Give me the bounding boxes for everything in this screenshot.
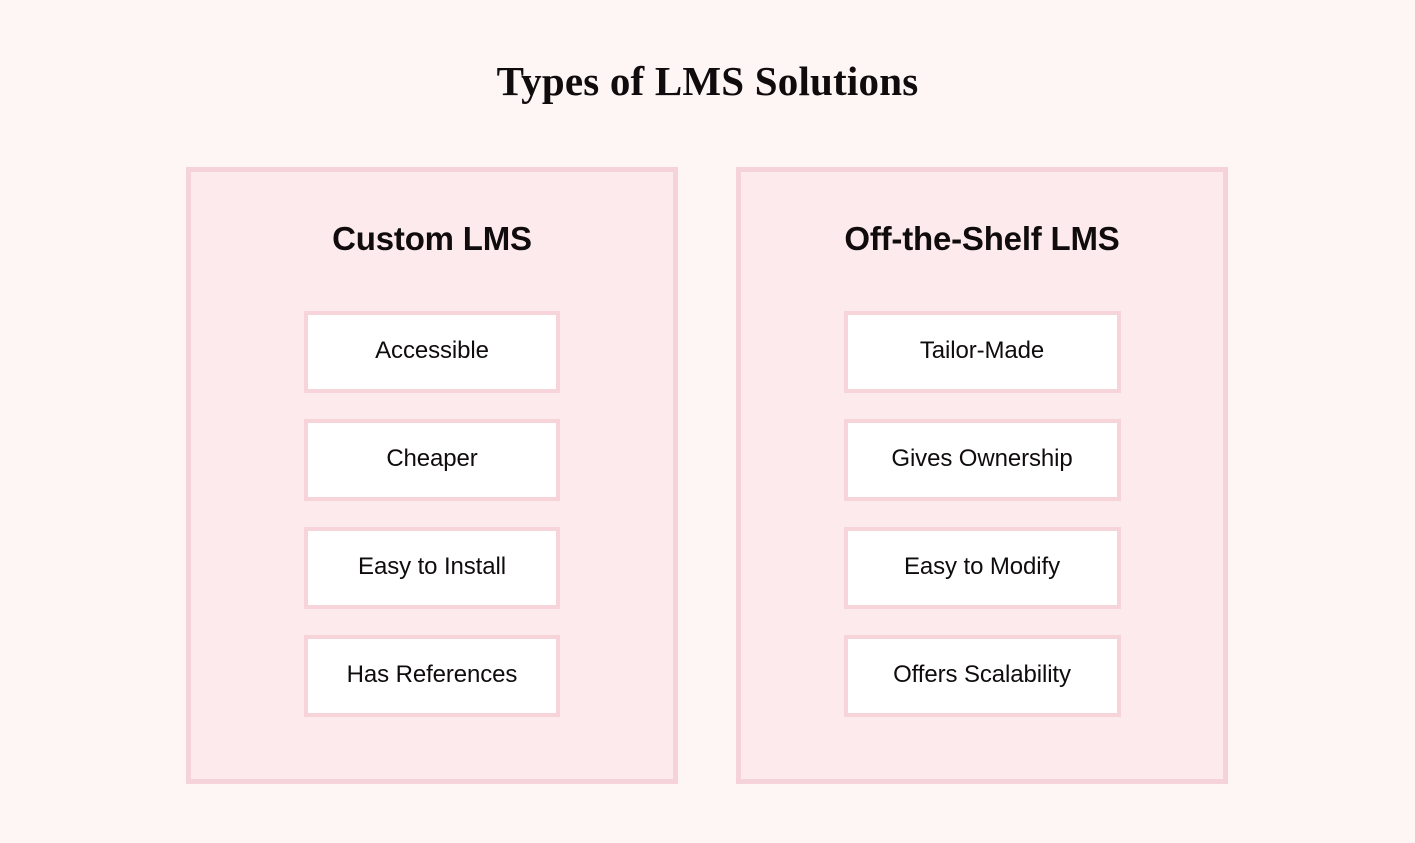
list-item[interactable]: Tailor-Made: [843, 310, 1121, 393]
list-item[interactable]: Easy to Install: [304, 526, 560, 609]
column-custom-lms: Custom LMS Accessible Cheaper Easy to In…: [186, 167, 678, 784]
list-item[interactable]: Gives Ownership: [843, 418, 1121, 501]
item-list-off-the-shelf-lms: Tailor-Made Gives Ownership Easy to Modi…: [741, 310, 1223, 717]
list-item[interactable]: Accessible: [304, 310, 560, 393]
item-label: Offers Scalability: [893, 661, 1071, 689]
list-item[interactable]: Easy to Modify: [843, 526, 1121, 609]
column-heading-off-the-shelf-lms: Off-the-Shelf LMS: [844, 220, 1120, 257]
item-label: Has References: [346, 661, 518, 689]
item-label: Gives Ownership: [891, 445, 1073, 473]
comparison-columns: Custom LMS Accessible Cheaper Easy to In…: [186, 167, 1228, 784]
column-heading-custom-lms: Custom LMS: [332, 220, 532, 257]
item-label: Accessible: [375, 337, 489, 365]
item-label: Easy to Install: [358, 553, 506, 581]
column-off-the-shelf-lms: Off-the-Shelf LMS Tailor-Made Gives Owne…: [736, 167, 1228, 784]
page-title: Types of LMS Solutions: [496, 58, 919, 104]
item-list-custom-lms: Accessible Cheaper Easy to Install Has R…: [191, 310, 673, 717]
list-item[interactable]: Has References: [304, 634, 560, 717]
item-label: Tailor-Made: [919, 337, 1045, 365]
item-label: Easy to Modify: [904, 553, 1060, 581]
item-label: Cheaper: [386, 445, 478, 473]
list-item[interactable]: Cheaper: [304, 418, 560, 501]
list-item[interactable]: Offers Scalability: [843, 634, 1121, 717]
